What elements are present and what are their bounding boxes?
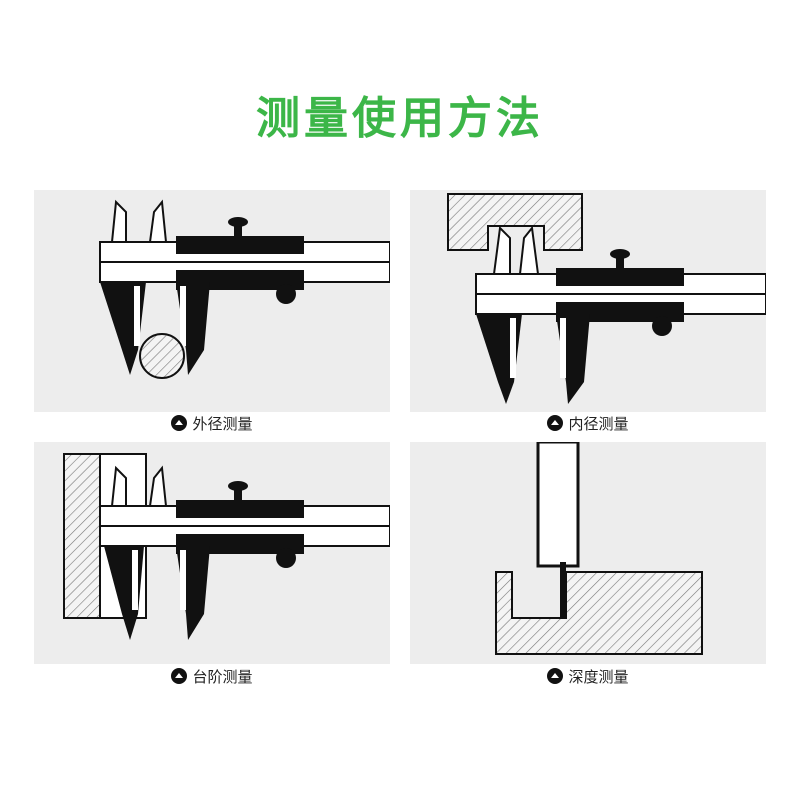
caption-step-measure: 台阶测量	[34, 665, 390, 687]
inner-measure-diagram	[447, 193, 766, 404]
caption-text: 内径测量	[568, 414, 629, 433]
caption-outer-measure: 外径测量	[34, 412, 390, 434]
caption-depth-measure: 深度测量	[410, 665, 766, 687]
caret-up-icon	[547, 668, 564, 684]
caret-up-icon	[547, 415, 564, 431]
caret-up-icon	[171, 668, 188, 684]
panel-depth-measure	[410, 442, 766, 664]
panel-inner-measure	[410, 190, 766, 412]
caption-text: 台阶测量	[192, 667, 253, 686]
outer-measure-diagram	[99, 199, 390, 379]
depth-measure-diagram	[495, 442, 703, 655]
panel-step-measure	[34, 442, 390, 664]
caret-up-icon	[171, 415, 188, 431]
panel-outer-measure	[34, 190, 390, 412]
caption-text: 外径测量	[192, 414, 253, 433]
page-title: 测量使用方法	[256, 93, 544, 144]
caption-inner-measure: 内径测量	[410, 412, 766, 434]
caption-text: 深度测量	[568, 667, 629, 686]
step-measure-diagram	[63, 453, 390, 640]
